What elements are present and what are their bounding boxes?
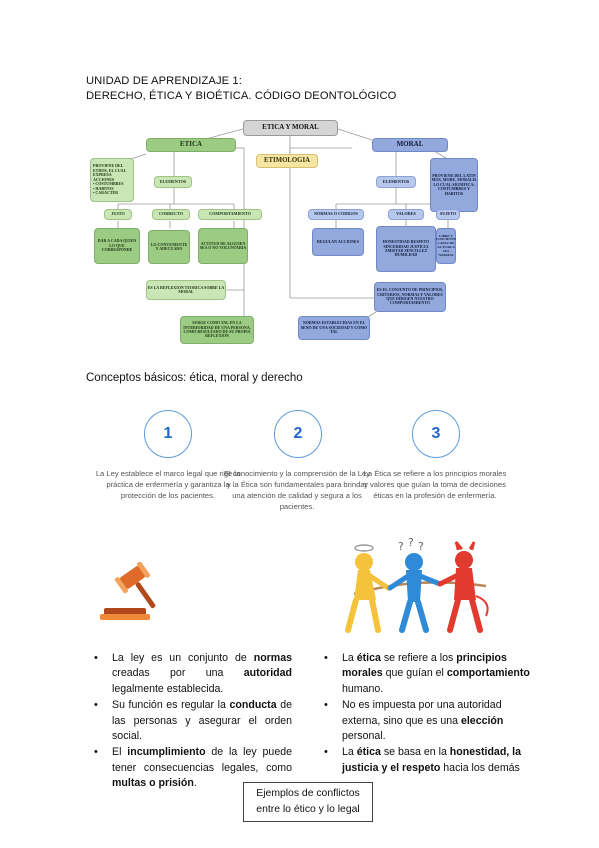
node-etica-justo-desc: DAR A CADA QUIEN LO QUE CORRESPONDE xyxy=(94,228,140,264)
etica-item-1: • COSTUMBRES xyxy=(93,181,124,187)
node-moral-elementos: ELEMENTOS xyxy=(376,176,416,188)
ethics-bullet-1: La ética se refiere a los principios mor… xyxy=(320,651,530,697)
conflict-examples-box: Ejemplos de conflictos entre lo ético y … xyxy=(243,782,373,822)
node-moral-sujeto: SUJETO xyxy=(436,209,460,220)
concept-map: ETICA Y MORAL ETICA ETIMOLOGIA MORAL PRO… xyxy=(86,118,478,350)
node-etica-surge: SURGE COMO TAL EN LA INTERIORIDAD DE UNA… xyxy=(180,316,254,344)
node-moral-normas-est: NORMAS ESTABLECIDAS EN EL SENO DE UNA SO… xyxy=(298,316,370,340)
law-bullet-3: El incumplimiento de la ley puede tener … xyxy=(90,745,292,791)
etica-item-3: • CARACTER xyxy=(93,190,119,196)
node-moral-normas-desc: REGULAN ACCIONES xyxy=(312,228,364,256)
node-etimologia: ETIMOLOGIA xyxy=(256,154,318,168)
node-etica-comportamiento: COMPORTAMIENTO xyxy=(198,209,262,220)
step-3-circle: 3 xyxy=(412,410,460,458)
svg-text:?: ? xyxy=(408,536,414,549)
etica-item-2: • HABITOS xyxy=(93,185,114,191)
ethics-bullet-2: No es impuesta por una autoridad externa… xyxy=(320,698,530,744)
node-root: ETICA Y MORAL xyxy=(243,120,338,136)
unit-subtitle: DERECHO, ÉTICA Y BIOÉTICA. CÓDIGO DEONTO… xyxy=(86,90,397,102)
node-etica-correcto-desc: LO CONVENIENTE Y ADECUADO xyxy=(148,230,190,264)
step-3-text: La Ética se refiere a los principios mor… xyxy=(363,469,507,500)
law-bullet-1: La ley es un conjunto de normas creadas … xyxy=(90,651,292,697)
node-etica-comp-desc: ACTITUD DE ALGUIEN SEA O NO VOLUNTARIA xyxy=(198,228,248,264)
concept-map-connectors xyxy=(117,128,449,328)
ethics-bullet-3: La ética se basa en la honestidad, la ju… xyxy=(320,745,530,776)
conflict-box-line2: entre lo ético y lo legal xyxy=(256,804,360,815)
gavel-icon xyxy=(100,562,156,620)
svg-text:?: ? xyxy=(418,540,424,553)
svg-text:?: ? xyxy=(398,540,404,553)
node-moral-normas: NORMAS O CODIGOS xyxy=(308,209,364,220)
node-etica-elementos: ELEMENTOS xyxy=(154,176,192,188)
node-etica-reflexion: ES LA REFLEXION TEORICA SOBRE LA MORAL xyxy=(146,280,226,300)
node-moral-sujeto-desc: LIBRE Y CONCIENTE CAPAZ DE ACTUAR A SUS … xyxy=(436,228,456,264)
node-etica-proviene: PROVIENE DEL ETHOS, EL CUAL EXPRESA ACCI… xyxy=(90,158,134,202)
node-etica: ETICA xyxy=(146,138,236,152)
conflict-box-line1: Ejemplos de conflictos xyxy=(256,788,360,799)
step-1-text: La Ley establece el marco legal que rige… xyxy=(95,469,241,500)
node-etica-justo: JUSTO xyxy=(104,209,132,220)
node-moral-valores: VALORES xyxy=(388,209,424,220)
step-2-number: 2 xyxy=(293,425,303,442)
step-1-circle: 1 xyxy=(144,410,192,458)
tug-of-war-illustration: ? ? ? xyxy=(345,536,489,633)
node-moral-proviene: PROVIENE DEL LATIN MOS, MORE, MORALIS LO… xyxy=(430,158,478,212)
node-etica-correcto: CORRECTO xyxy=(152,209,190,220)
etica-proviene-text: PROVIENE DEL ETHOS, EL CUAL EXPRESA ACCI… xyxy=(93,163,127,182)
section-heading: Conceptos básicos: ética, moral y derech… xyxy=(86,372,303,384)
step-1-number: 1 xyxy=(163,425,173,442)
node-moral-valores-desc: HONESTIDAD RESPETO SINCERIDAD JUSTICIA A… xyxy=(376,226,436,272)
node-moral-conjunto: ES EL CONJUNTO DE PRINCIPIOS, CRITERIOS,… xyxy=(374,282,446,312)
node-moral: MORAL xyxy=(372,138,448,152)
step-2-circle: 2 xyxy=(274,410,322,458)
step-3-number: 3 xyxy=(431,425,441,442)
ethics-bullet-list: La ética se refiere a los principios mor… xyxy=(320,651,530,777)
law-bullet-2: Su función es regular la conducta de las… xyxy=(90,698,292,744)
halo-icon xyxy=(354,544,374,552)
unit-title: UNIDAD DE APRENDIZAJE 1: xyxy=(86,75,242,87)
step-2-text: El conocimiento y la comprensión de la L… xyxy=(223,469,371,511)
law-bullet-list: La ley es un conjunto de normas creadas … xyxy=(90,651,292,793)
